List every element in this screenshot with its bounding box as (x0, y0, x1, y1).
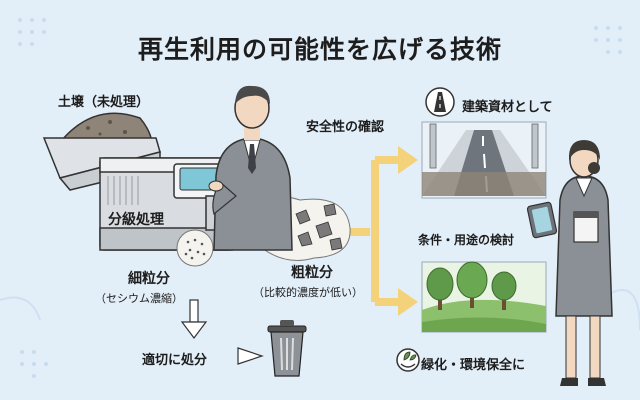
label-classification: 分級処理 (108, 212, 164, 228)
arrow-to-trash (237, 347, 264, 365)
arrow-fine-down (180, 299, 208, 339)
leaf-hand-icon (396, 348, 420, 372)
label-soil-untreated: 土壌（未処理） (58, 95, 150, 110)
road-construction-scene (421, 121, 547, 199)
arrow-head-greening (398, 288, 418, 316)
label-coarse-fraction: 粗粒分 (291, 265, 333, 281)
label-greening: 緑化・環境保全に (421, 358, 526, 373)
arrow-head-material (398, 146, 418, 174)
label-fine-fraction: 細粒分 (128, 271, 170, 287)
road-icon (425, 87, 455, 117)
trash-can-icon (267, 320, 307, 377)
greening-scene (421, 261, 547, 333)
label-fine-fraction-note: （セシウム濃縮） (95, 292, 183, 305)
label-coarse-fraction-note: （比較的濃度が低い） (253, 286, 363, 299)
label-safety-check: 安全性の確認 (306, 120, 385, 135)
fine-particles (176, 229, 214, 267)
label-building-material: 建築資材として (462, 100, 553, 115)
label-conditions-review: 条件・用途の検討 (418, 233, 515, 247)
label-disposal: 適切に処分 (142, 353, 208, 368)
worker-man (208, 85, 293, 251)
page-title: 再生利用の可能性を広げる技術 (137, 35, 502, 64)
worker-woman (526, 140, 613, 386)
